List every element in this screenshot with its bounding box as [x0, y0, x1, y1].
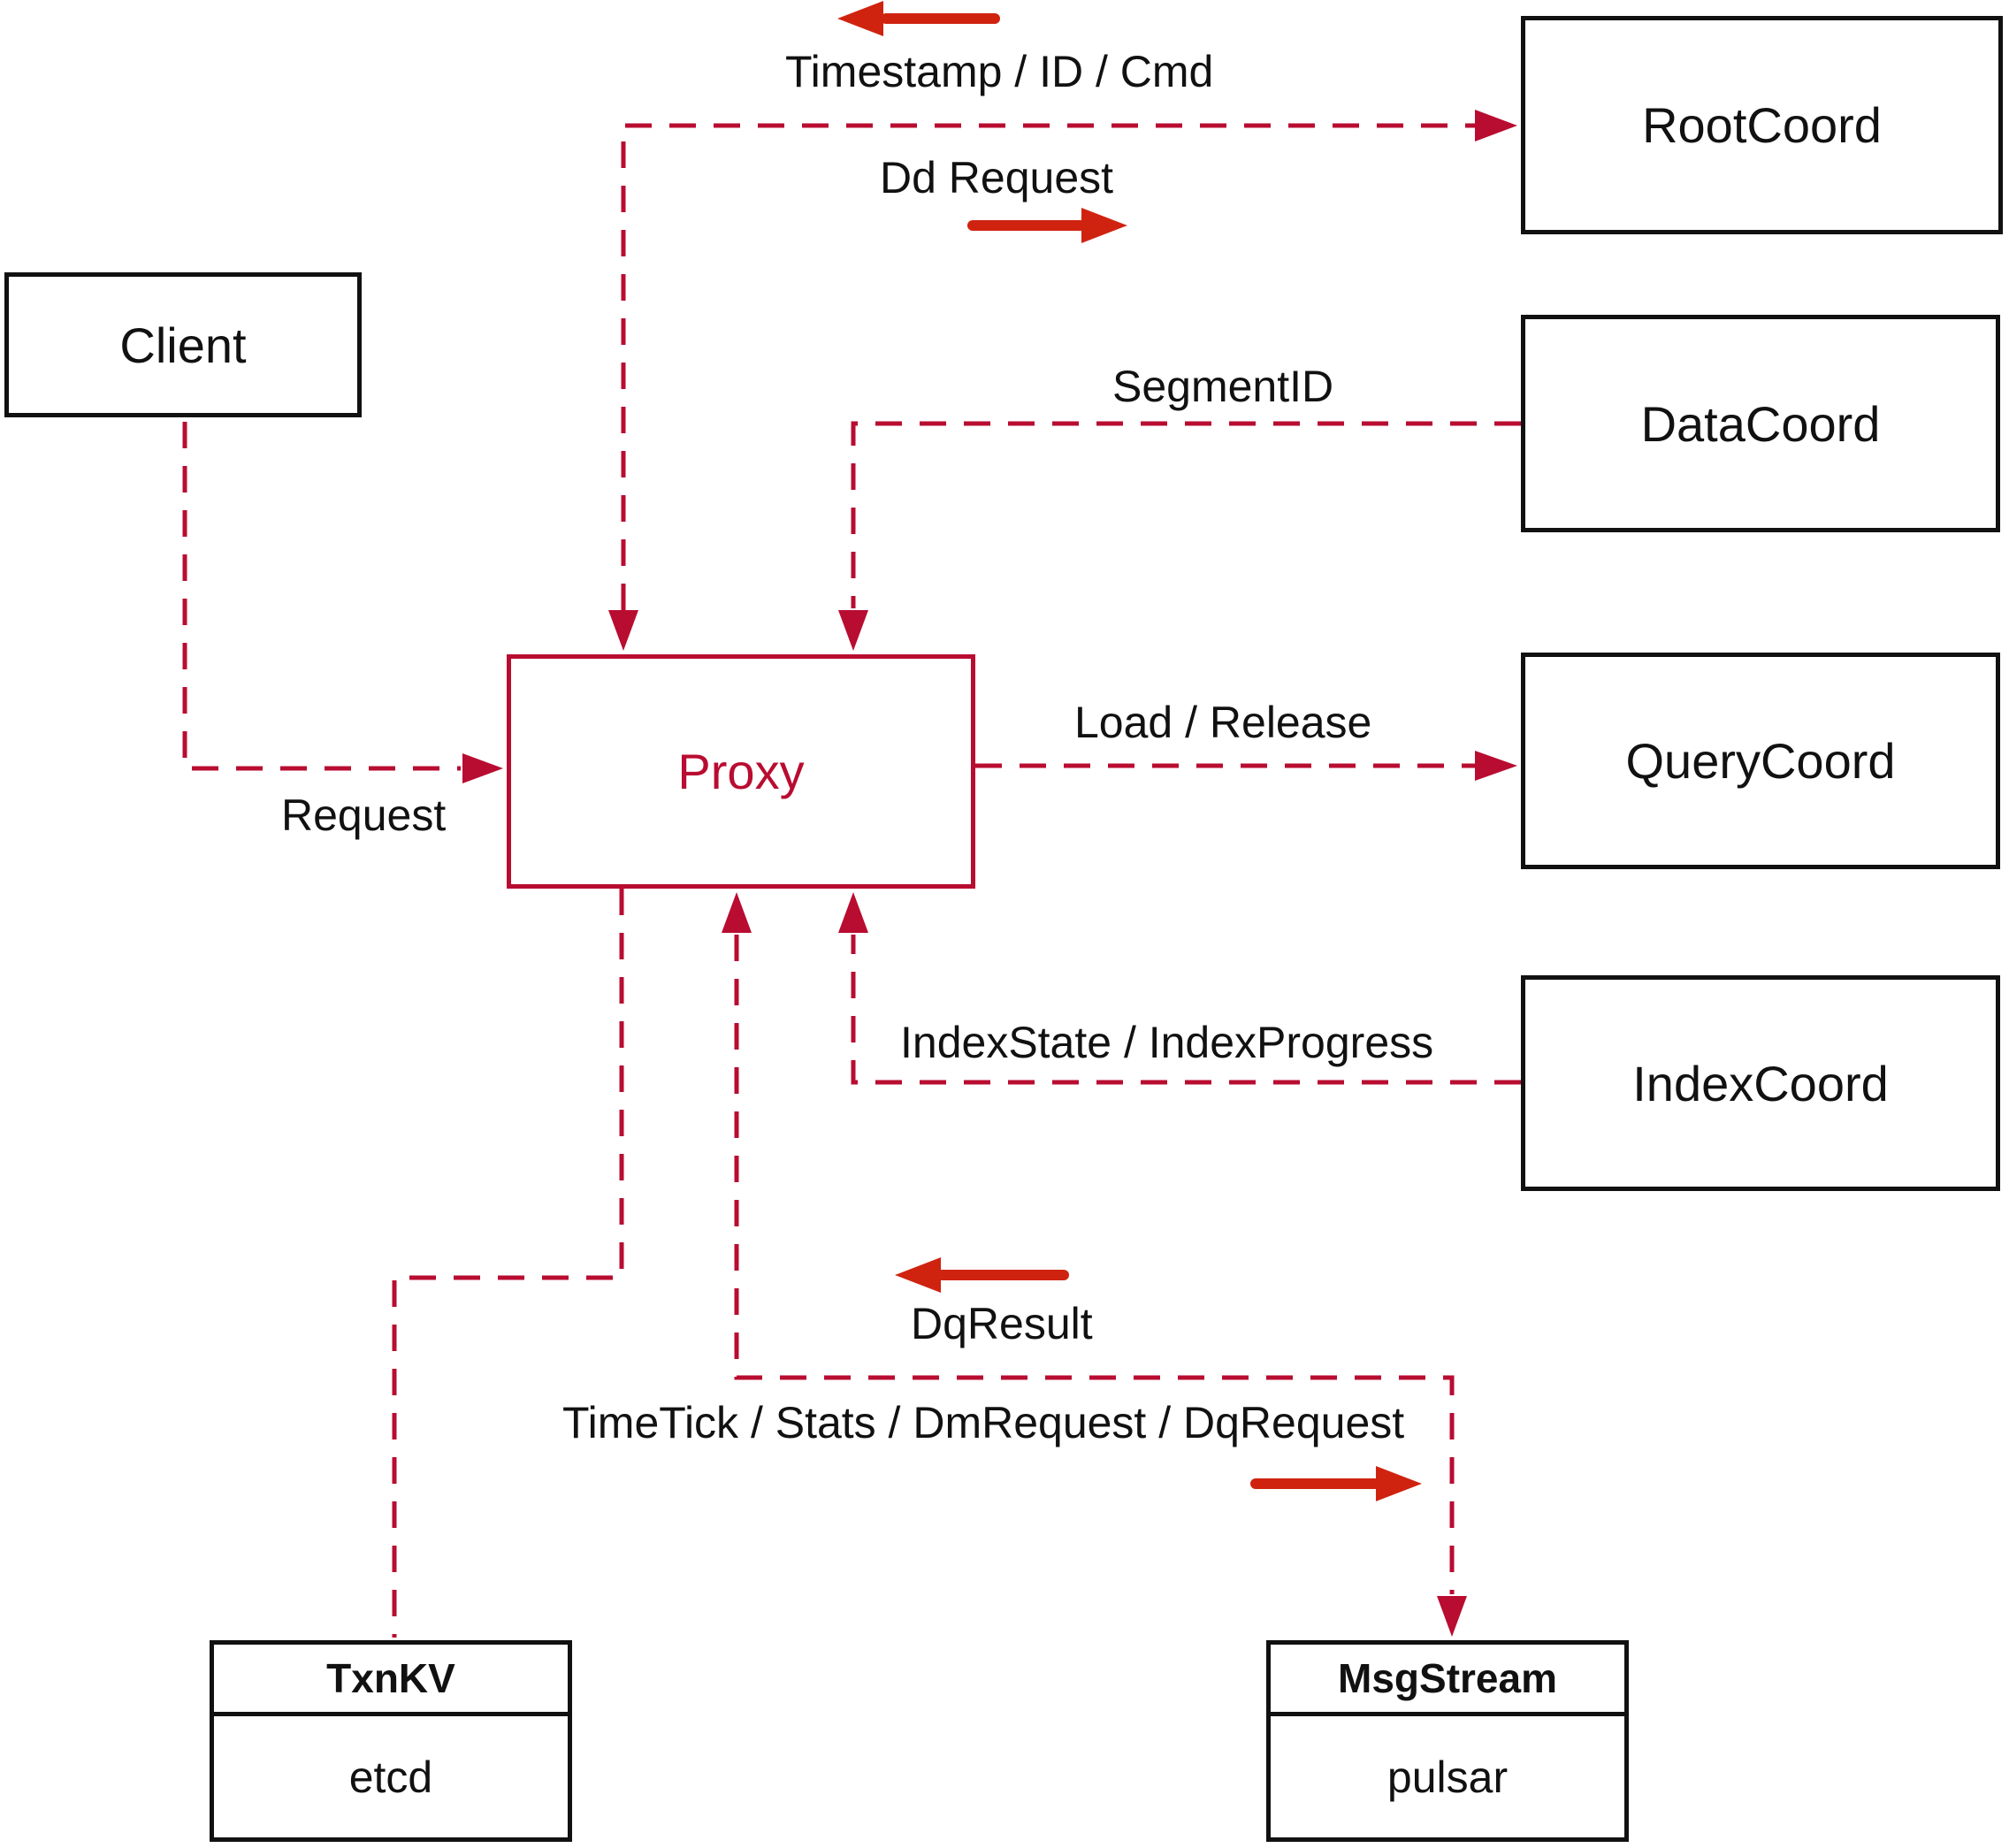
- edge-label-dq-result: DqResult: [911, 1299, 1093, 1348]
- flow-arrowhead-right-timetick: [1376, 1466, 1422, 1501]
- edge-proxy-txnkv: [392, 889, 624, 1638]
- flow-arrowhead-left-top: [837, 1, 883, 36]
- msgstream-node: MsgStream pulsar: [1266, 1640, 1629, 1842]
- arrowhead-into-proxy-left: [462, 753, 503, 783]
- arrowhead-into-querycoord: [1475, 751, 1517, 781]
- arrowhead-into-msgstream: [1437, 1596, 1467, 1637]
- edge-label-index-state: IndexState / IndexProgress: [900, 1018, 1434, 1067]
- rootcoord-node: RootCoord: [1521, 16, 2003, 234]
- querycoord-label: QueryCoord: [1625, 733, 1896, 789]
- edge-label-timestamp-id-cmd: Timestamp / ID / Cmd: [785, 47, 1214, 96]
- edge-label-load-release: Load / Release: [1074, 698, 1372, 747]
- arrowhead-into-proxy-bottom-right: [838, 892, 868, 933]
- proxy-label: Proxy: [677, 744, 805, 799]
- arrowhead-into-proxy-bottom-mid: [722, 892, 752, 933]
- msgstream-impl: pulsar: [1386, 1752, 1509, 1802]
- flow-arrowhead-right-top: [1081, 208, 1127, 243]
- indexcoord-node: IndexCoord: [1521, 975, 2000, 1191]
- txnkv-title: TxnKV: [214, 1645, 568, 1716]
- txnkv-impl: etcd: [348, 1752, 433, 1802]
- arrowhead-into-proxy-top-left: [608, 610, 638, 651]
- querycoord-node: QueryCoord: [1521, 653, 2000, 869]
- flow-arrowhead-left-dqresult: [895, 1257, 941, 1293]
- edge-indexcoord-proxy: [851, 935, 1521, 1085]
- indexcoord-label: IndexCoord: [1632, 1055, 1889, 1111]
- rootcoord-label: RootCoord: [1642, 97, 1882, 153]
- proxy-node: Proxy: [507, 654, 975, 889]
- edge-label-dd-request: Dd Request: [880, 153, 1114, 202]
- edge-label-segment-id: SegmentID: [1112, 362, 1334, 411]
- client-label: Client: [119, 317, 247, 373]
- edge-datacoord-proxy: [851, 421, 1521, 608]
- edge-client-proxy: [182, 422, 461, 771]
- edge-label-time-tick: TimeTick / Stats / DmRequest / DqRequest: [562, 1398, 1405, 1447]
- msgstream-title: MsgStream: [1271, 1645, 1624, 1716]
- client-node: Client: [4, 272, 362, 417]
- txnkv-node: TxnKV etcd: [210, 1640, 572, 1842]
- datacoord-node: DataCoord: [1521, 315, 2000, 532]
- edge-label-request: Request: [281, 790, 447, 840]
- edge-proxy-msgstream: [734, 935, 1455, 1594]
- arrowhead-into-rootcoord: [1475, 110, 1517, 141]
- datacoord-label: DataCoord: [1640, 395, 1881, 452]
- arrowhead-into-proxy-top-right: [838, 610, 868, 651]
